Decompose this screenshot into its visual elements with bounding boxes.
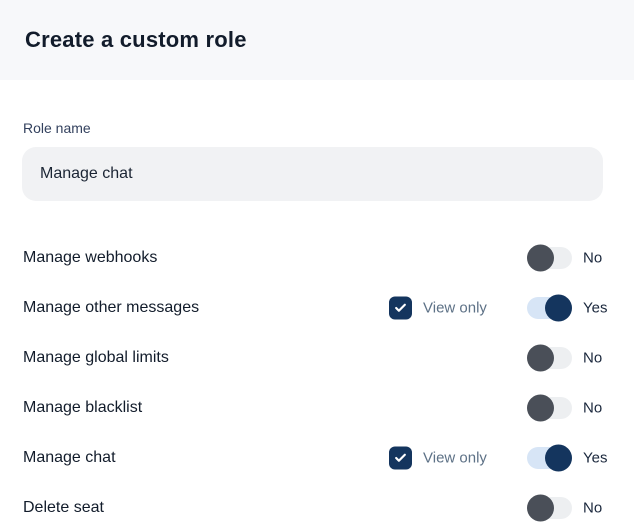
permission-toggle[interactable] — [527, 294, 572, 322]
permission-label: Manage webhooks — [23, 249, 158, 266]
permission-toggle[interactable] — [527, 394, 572, 422]
permission-row: Manage chat View only Yes — [0, 433, 634, 483]
toggle-knob — [545, 444, 572, 472]
permission-label: Manage global limits — [23, 349, 169, 366]
role-name-input[interactable] — [22, 147, 603, 201]
permissions-list: Manage webhooks No Manage other messages… — [0, 233, 634, 525]
permission-toggle[interactable] — [527, 444, 572, 472]
permission-label: Manage chat — [23, 449, 116, 466]
toggle-knob — [545, 294, 572, 322]
permission-toggle[interactable] — [527, 494, 572, 522]
permission-label: Manage other messages — [23, 299, 200, 316]
dialog-header: Create a custom role — [0, 0, 634, 80]
role-name-label: Role name — [23, 120, 91, 136]
view-only-checkbox[interactable] — [389, 446, 412, 470]
view-only-label: View only — [423, 299, 487, 317]
permission-row: Manage other messages View only Yes — [0, 283, 634, 333]
permission-label: Manage blacklist — [23, 399, 143, 416]
permission-toggle[interactable] — [527, 344, 572, 372]
view-only-label: View only — [423, 449, 487, 467]
permission-row: Delete seat No — [0, 483, 634, 525]
toggle-state-label: No — [583, 349, 603, 367]
permission-row: Manage webhooks No — [0, 233, 634, 283]
permission-toggle[interactable] — [527, 244, 572, 272]
toggle-state-label: No — [583, 249, 603, 267]
toggle-knob — [527, 244, 554, 272]
permission-label: Delete seat — [23, 499, 104, 516]
toggle-knob — [527, 344, 554, 372]
toggle-state-label: No — [583, 499, 603, 517]
toggle-state-label: Yes — [583, 449, 608, 467]
toggle-knob — [527, 394, 554, 422]
check-icon — [395, 303, 406, 312]
toggle-state-label: Yes — [583, 299, 608, 317]
toggle-knob — [527, 494, 554, 522]
permission-row: Manage global limits No — [0, 333, 634, 383]
dialog-body: Role name Manage webhooks No Manage othe… — [0, 120, 634, 525]
dialog-title: Create a custom role — [25, 27, 247, 52]
view-only-checkbox[interactable] — [389, 296, 412, 320]
toggle-state-label: No — [583, 399, 603, 417]
permission-row: Manage blacklist No — [0, 383, 634, 433]
check-icon — [395, 453, 406, 462]
